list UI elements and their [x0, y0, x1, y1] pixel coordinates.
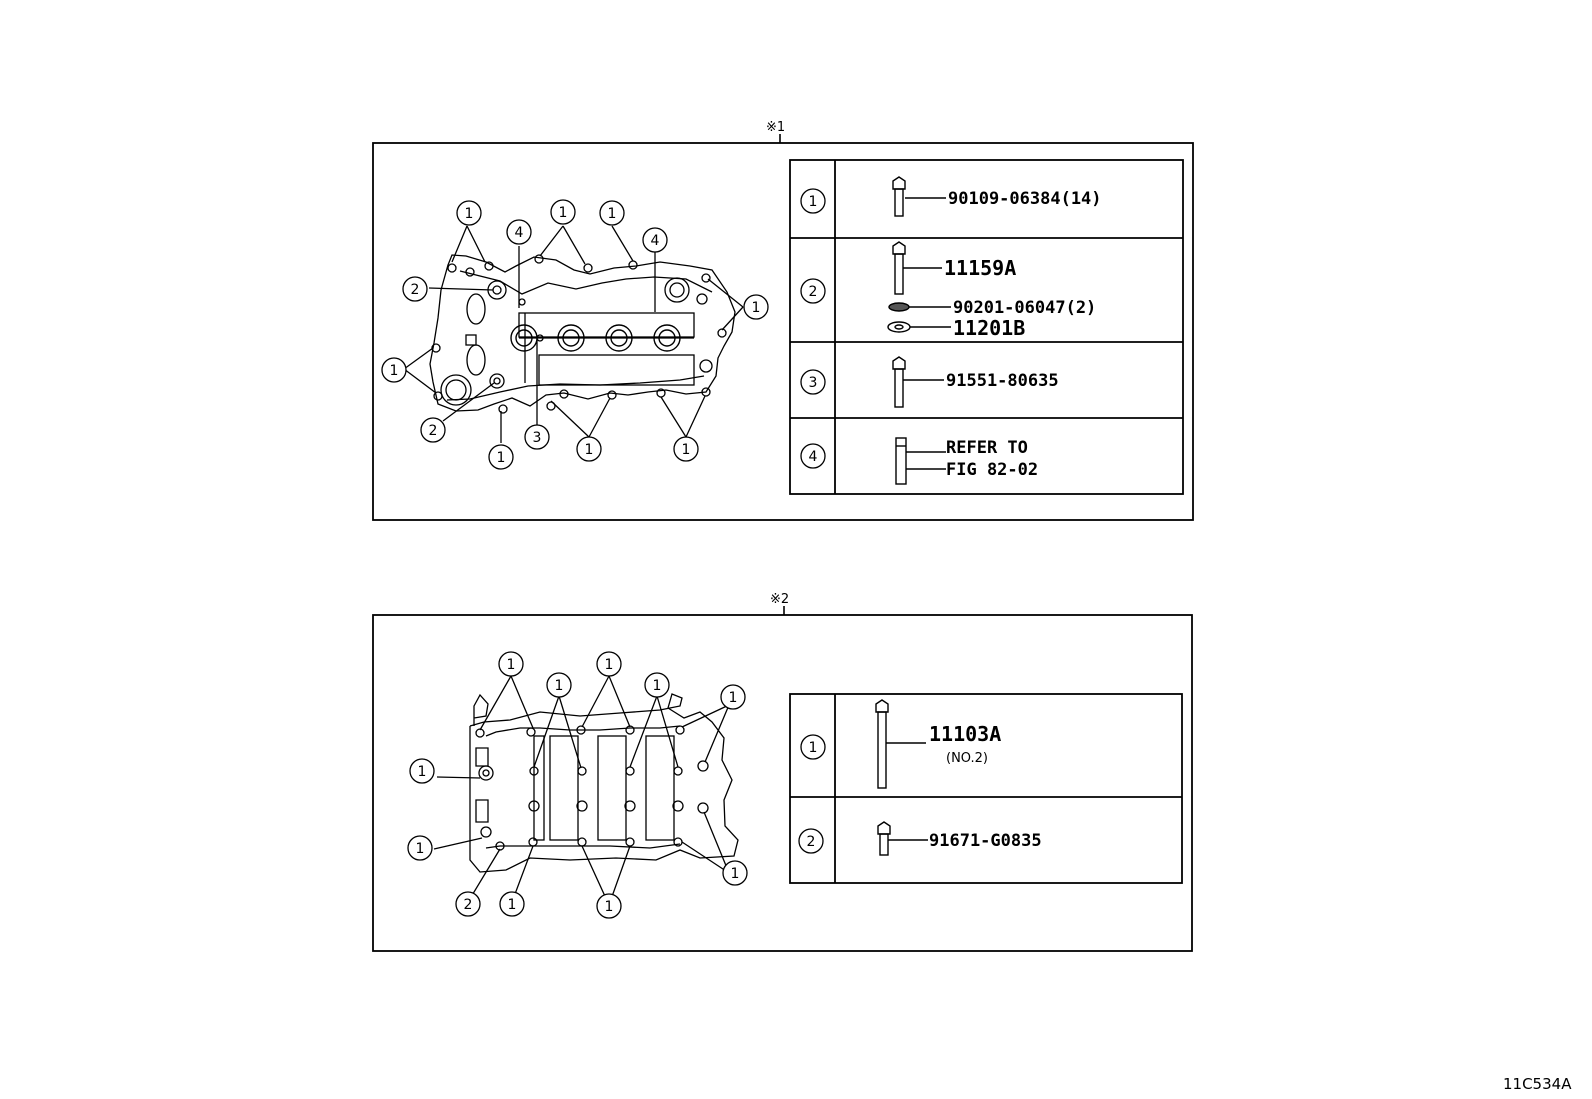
fig1-callout-1d: 1 — [752, 300, 761, 316]
fig2-row-1-part: 11103A — [929, 722, 1001, 746]
fig2-callout-1f: 1 — [418, 764, 427, 780]
short-bolt-icon — [877, 821, 928, 856]
fig1-callout-1a: 1 — [465, 206, 474, 222]
fig2-callout-1b: 1 — [555, 678, 564, 694]
fig1-callout-2a: 2 — [411, 282, 420, 298]
stud-bolt-icon — [892, 356, 944, 408]
figure-1: ※1 — [372, 120, 1194, 521]
fig1-row-1-num: 1 — [809, 194, 818, 210]
fig2-callout-1c: 1 — [605, 657, 614, 673]
flange-bolt-icon — [892, 241, 942, 295]
fig1-row-2-part-c: 11201B — [953, 316, 1025, 340]
spark-plug-holes — [510, 324, 681, 352]
fig1-parts-table — [789, 159, 1184, 495]
fig2-parts-table — [789, 693, 1183, 884]
fig2-callout-1h: 1 — [508, 897, 517, 913]
figure-code: 11C534A — [1503, 1075, 1572, 1093]
cylinder-head-cover-drawing — [429, 254, 736, 412]
fig1-callout-4a: 4 — [515, 225, 524, 241]
fig2-row-1-note: (NO.2) — [946, 751, 988, 766]
fig1-row-2-part-b: 90201-06047(2) — [953, 298, 1096, 318]
fig2-callout-1g: 1 — [416, 841, 425, 857]
washer-icon — [888, 302, 951, 312]
fig2-callout-1d: 1 — [653, 678, 662, 694]
fig2-bolt-heads — [475, 725, 709, 851]
fig2-callouts — [407, 651, 748, 919]
fig1-callout-1b: 1 — [559, 205, 568, 221]
figure-2: ※2 — [372, 592, 1193, 952]
fig1-callout-1c: 1 — [608, 206, 617, 222]
fig1-callout-1h: 1 — [682, 442, 691, 458]
fig1-callout-1f: 1 — [497, 450, 506, 466]
fig1-callouts — [381, 199, 769, 470]
fig2-callout-2: 2 — [464, 897, 473, 913]
fig1-row-4-line-2: FIG 82-02 — [946, 460, 1038, 480]
fig1-row-2-num: 2 — [809, 284, 818, 300]
fig1-table-num-circles — [800, 188, 826, 469]
bolt-icon — [892, 176, 946, 217]
long-bolt-icon — [875, 699, 926, 789]
fig1-callout-4b: 4 — [651, 233, 660, 249]
fig2-row-2-num: 2 — [807, 834, 816, 850]
grommet-icon — [887, 321, 951, 333]
fig2-callout-1i: 1 — [605, 899, 614, 915]
fig2-callout-1a: 1 — [507, 657, 516, 673]
fig2-row-1-num: 1 — [809, 740, 818, 756]
figure-1-frame — [372, 142, 1194, 521]
fig2-table-num-circles — [798, 734, 826, 854]
fig1-callout-1g: 1 — [585, 442, 594, 458]
fig1-row-3-num: 3 — [809, 375, 818, 391]
fig1-leaders — [403, 225, 744, 443]
left-side-ports — [440, 277, 713, 406]
fig2-callout-1j: 1 — [731, 866, 740, 882]
fig1-row-3-part: 91551-80635 — [946, 371, 1059, 391]
fig1-row-1-part: 90109-06384(14) — [948, 189, 1102, 209]
cylinder-head-drawing — [469, 693, 739, 873]
figure-2-marker: ※2 — [770, 592, 789, 607]
figure-1-marker: ※1 — [766, 120, 785, 135]
fig1-callout-1e: 1 — [390, 363, 399, 379]
fig1-callout-2b: 2 — [429, 423, 438, 439]
fig2-row-2-part: 91671-G0835 — [929, 831, 1042, 851]
fig1-row-4-line-1: REFER TO — [946, 438, 1028, 458]
fig1-row-4-num: 4 — [809, 449, 818, 465]
fig1-row-2-part-a: 11159A — [944, 256, 1016, 280]
fig2-callout-1e: 1 — [729, 690, 738, 706]
fig1-callout-3: 3 — [533, 430, 542, 446]
stud-icon — [895, 437, 946, 485]
fig1-bolt-heads — [431, 254, 727, 414]
figure-2-frame — [372, 614, 1193, 952]
